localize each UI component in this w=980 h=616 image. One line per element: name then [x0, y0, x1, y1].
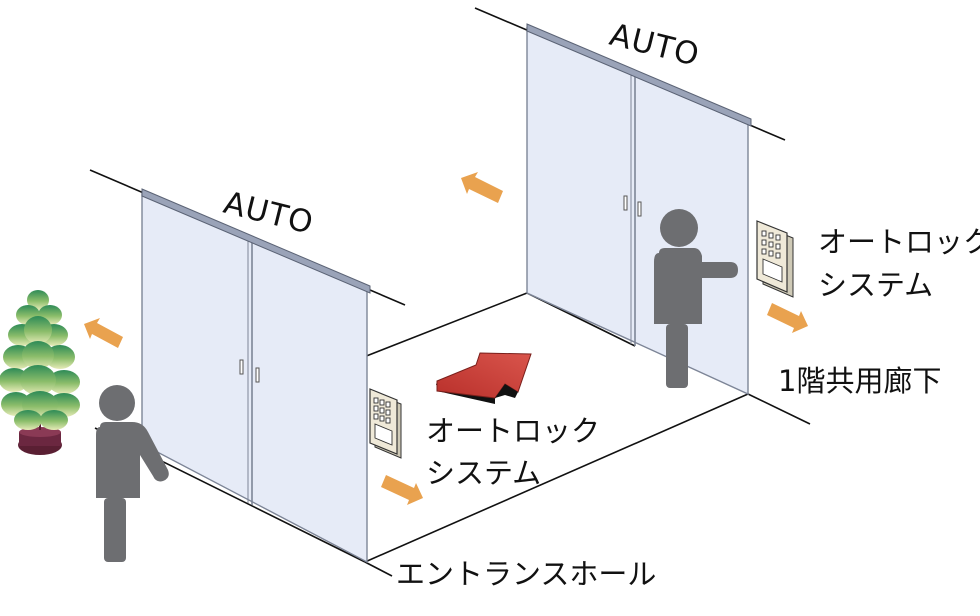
- keypad-icon-back: [756, 220, 794, 298]
- autolock-label-back-line2: システム: [818, 268, 933, 302]
- direction-arrow-icon-right-back: [767, 303, 808, 333]
- direction-arrow-icon-left-back: [461, 172, 503, 203]
- direction-arrow-icon-right-front: [381, 475, 423, 505]
- entrance-hall-label: エントランスホール: [396, 557, 656, 591]
- keypad-icon-front: [369, 388, 402, 459]
- plant-icon: [0, 290, 80, 455]
- autolock-label-back-line1: オートロック: [818, 225, 980, 259]
- main-direction-arrow-icon: [436, 352, 532, 404]
- corridor-label: 1階共用廊下: [778, 364, 941, 398]
- autolock-label-front-line1: オートロック: [426, 414, 600, 448]
- person-icon-front: [96, 385, 169, 562]
- person-icon-back: [654, 209, 738, 388]
- front-glass-doors: [89, 169, 406, 564]
- autolock-label-front-line2: システム: [426, 456, 541, 490]
- direction-arrow-icon-left-front: [84, 318, 123, 348]
- back-glass-doors: [474, 7, 786, 396]
